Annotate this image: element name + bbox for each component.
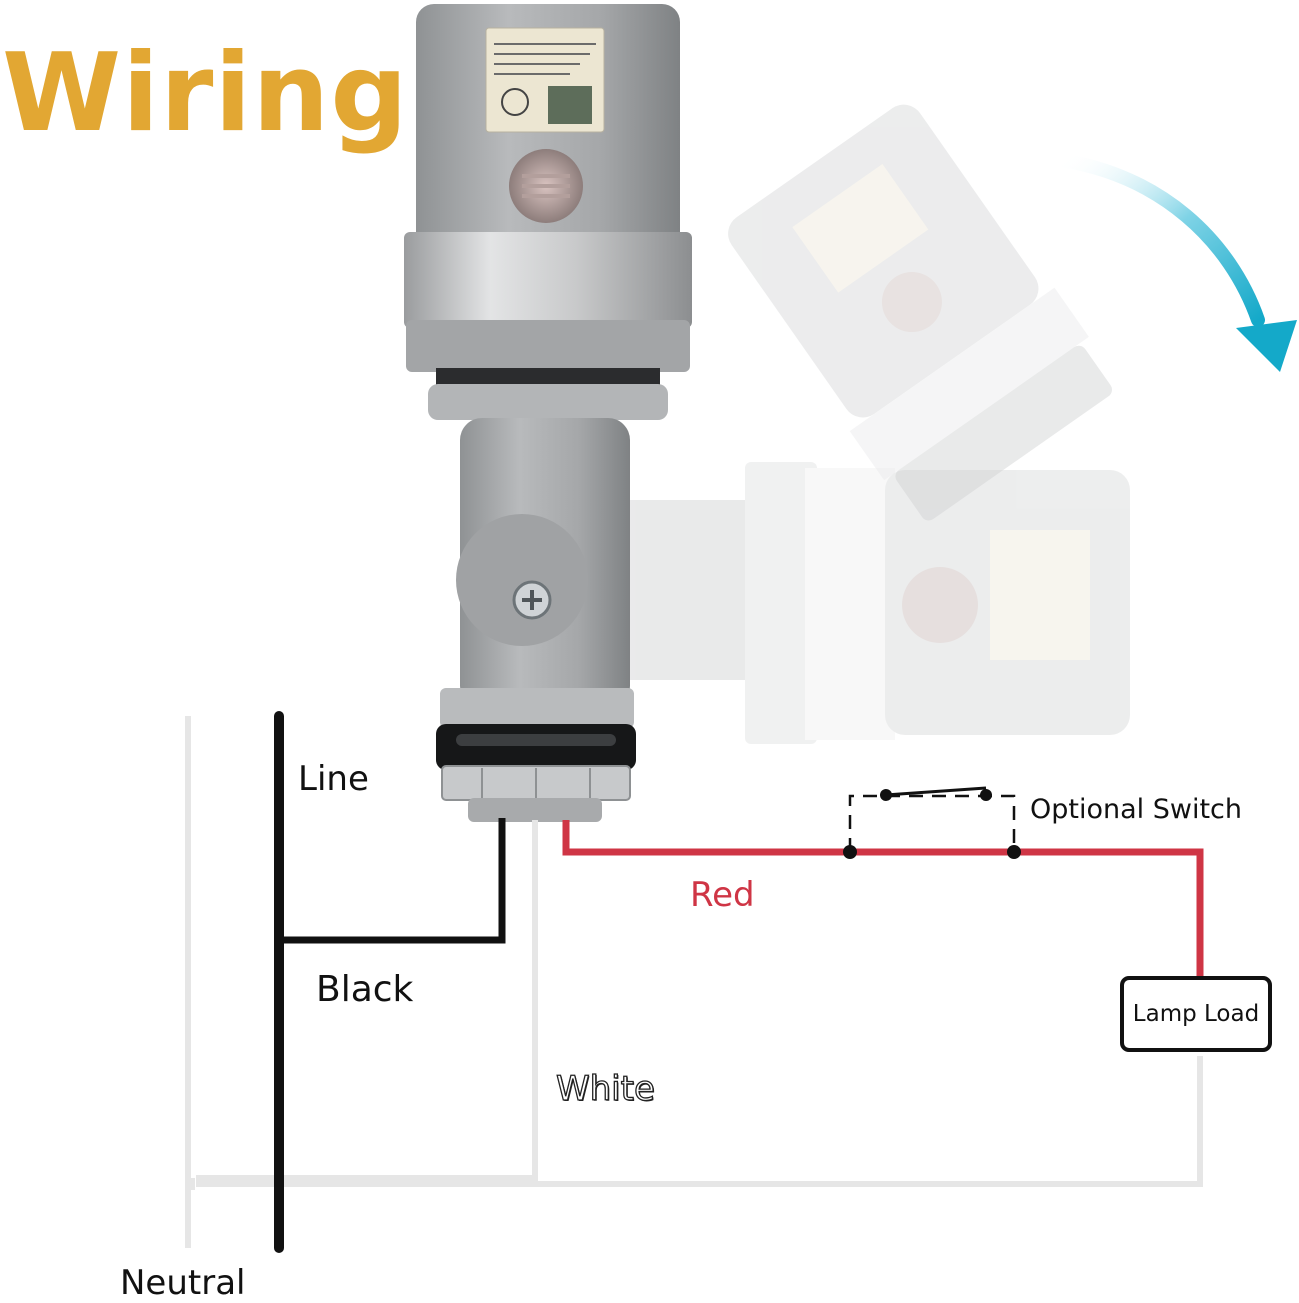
lamp-load-box: Lamp Load (1120, 976, 1272, 1052)
black-wire (283, 818, 506, 944)
ul-mark-icon (501, 88, 529, 116)
white-return-wire (196, 1056, 1203, 1187)
neutral-label: Neutral (120, 1263, 246, 1303)
curved-arrow-icon (1053, 153, 1297, 372)
optional-switch (843, 786, 1021, 859)
black-label: Black (316, 969, 414, 1010)
ghost-sensor-horizontal (620, 462, 1130, 744)
photocell-sensor (404, 4, 692, 822)
lamp-load-label: Lamp Load (1132, 1001, 1260, 1027)
photocell-icon (509, 149, 583, 223)
red-wire (562, 820, 1204, 976)
white-label: White (555, 1069, 655, 1109)
white-wire (196, 820, 538, 1181)
red-label: Red (690, 875, 755, 915)
optional-switch-label: Optional Switch (1030, 794, 1243, 825)
page-title: Wiring (2, 31, 409, 156)
line-label: Line (298, 759, 369, 799)
ghost-sensor-diagonal (728, 104, 1112, 521)
